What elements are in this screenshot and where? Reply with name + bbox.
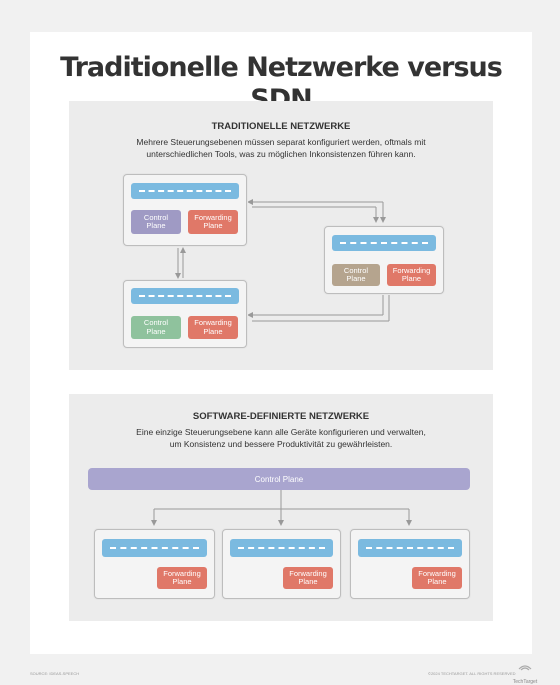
sdn-device-1: Forwarding Plane <box>94 529 215 599</box>
footer-copyright: ©2024 TECHTARGET. ALL RIGHTS RESERVED <box>428 671 516 676</box>
sdn-section: SOFTWARE-DEFINIERTE NETZWERKE Eine einzi… <box>69 394 493 621</box>
logo-text: TechTarget <box>512 679 538 685</box>
techtarget-logo: TechTarget <box>510 660 540 685</box>
data-plane-bar <box>358 539 462 557</box>
sdn-heading: SOFTWARE-DEFINIERTE NETZWERKE <box>192 411 370 422</box>
data-plane-bar <box>131 288 239 304</box>
page-title: Traditionelle Netzwerke versus SDN <box>60 52 503 115</box>
forwarding-plane-box: Forwarding Plane <box>387 264 436 286</box>
sdn-description-line1: Eine einzige Steuerungsebene kann alle G… <box>136 427 426 437</box>
forwarding-plane-box: Forwarding Plane <box>188 210 238 234</box>
traditional-description-line2: unterschiedlichen Tools, was zu mögliche… <box>146 149 416 159</box>
data-plane-bar <box>332 235 436 251</box>
forwarding-plane-box: Forwarding Plane <box>412 567 462 589</box>
data-plane-bar <box>102 539 207 557</box>
control-plane-box: Control Plane <box>131 316 181 339</box>
sdn-description-line2: um Konsistenz und bessere Produktivität … <box>169 439 393 449</box>
traditional-networks-section: TRADITIONELLE NETZWERKE Mehrere Steuerun… <box>69 101 493 370</box>
traditional-connector-arrows <box>175 199 392 322</box>
data-plane-bar <box>230 539 333 557</box>
data-plane-bar <box>131 183 239 199</box>
forwarding-plane-box: Forwarding Plane <box>283 567 333 589</box>
logo-icon <box>518 665 532 671</box>
control-plane-box: Control Plane <box>332 264 380 286</box>
sdn-connector-arrows <box>151 490 412 526</box>
sdn-device-3: Forwarding Plane <box>350 529 470 599</box>
traditional-device-3: Control Plane Forwarding Plane <box>123 280 247 348</box>
traditional-device-1: Control Plane Forwarding Plane <box>123 174 247 246</box>
sdn-control-plane-bar: Control Plane <box>88 468 470 490</box>
forwarding-plane-box: Forwarding Plane <box>157 567 207 589</box>
forwarding-plane-box: Forwarding Plane <box>188 316 238 339</box>
traditional-heading: TRADITIONELLE NETZWERKE <box>211 121 351 132</box>
sdn-device-2: Forwarding Plane <box>222 529 341 599</box>
footer-source: SOURCE: IDEAS-SPEECH <box>30 671 80 676</box>
traditional-description-line1: Mehrere Steuerungsebenen müssen separat … <box>136 137 426 147</box>
traditional-device-2: Control Plane Forwarding Plane <box>324 226 444 294</box>
control-plane-box: Control Plane <box>131 210 181 234</box>
